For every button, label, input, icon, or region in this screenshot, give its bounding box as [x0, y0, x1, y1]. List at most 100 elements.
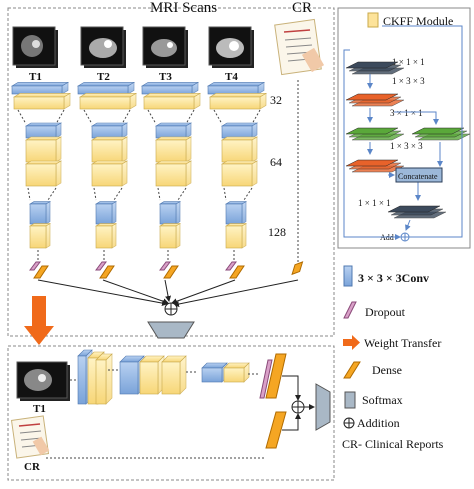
conv-block — [90, 122, 129, 139]
ckff-addition-icon — [400, 232, 410, 242]
conv-block — [224, 223, 248, 249]
fusion-lines — [37, 279, 299, 307]
bottom-panel: T1 CR — [7, 345, 335, 481]
encoder-column — [76, 81, 138, 279]
conv-block — [28, 201, 52, 225]
legend-addition: Addition — [343, 416, 400, 430]
conv-block — [208, 92, 268, 110]
ckff-conv-label: 1 × 1 × 1 — [392, 57, 425, 67]
conv-block — [90, 136, 129, 163]
conv-block — [206, 81, 266, 95]
conv-block — [28, 223, 52, 249]
ckff-conv-label: 3 × 1 × 1 — [390, 108, 423, 118]
channel-label-128: 128 — [268, 225, 286, 239]
ckff-layer-final — [387, 205, 447, 219]
conv-block — [24, 122, 63, 139]
channel-label-64: 64 — [270, 155, 282, 169]
conv-block — [90, 160, 129, 187]
ckff-layers: 1 × 1 × 1 1 × 3 × 3 3 × 1 × 1 1 × 3 × 3 1 × … — [345, 57, 471, 231]
legend-dense-label: Dense — [372, 363, 402, 377]
ckff-layer-1x3x3 — [345, 93, 405, 107]
top-panel: MRI Scans CR T1 T2 T3 — [7, 0, 335, 339]
legend-dropout-label: Dropout — [365, 305, 406, 319]
dropout-block — [159, 261, 171, 271]
input-scan-t1 — [16, 361, 70, 401]
legend-weight-transfer: Weight Transfer — [343, 335, 441, 350]
encoder-column — [140, 81, 202, 279]
scan-label-t1: T1 — [29, 71, 42, 83]
dense-block — [163, 265, 179, 279]
conv-block — [220, 160, 259, 187]
scan-label-t2: T2 — [97, 71, 110, 83]
ckff-module: CKFF Module 1 × 1 × 11 × 3 × 33 × 1 × 11… — [337, 7, 471, 249]
dense-block — [229, 265, 245, 279]
dense-bottom — [265, 353, 287, 399]
legend-dropout: Dropout — [343, 301, 406, 319]
conv-block — [223, 362, 250, 383]
conv-block — [158, 201, 182, 225]
legend-conv: 3 × 3 × 3Conv — [343, 265, 429, 287]
legend-clinical-reports: CR- Clinical Reports — [342, 437, 444, 451]
ckff-conv-label: 1 × 3 × 3 — [392, 76, 425, 86]
conv-block — [158, 223, 182, 249]
conv-block — [220, 136, 259, 163]
conv-block — [201, 362, 228, 383]
scan-label-t3: T3 — [159, 71, 172, 83]
conv-block — [154, 122, 193, 139]
conv-block — [140, 81, 200, 95]
conv-block — [10, 81, 70, 95]
conv-block — [95, 353, 113, 405]
conv-block — [24, 136, 63, 163]
bottom-encoder — [70, 349, 258, 405]
conv-block — [224, 201, 248, 225]
legend-softmax-label: Softmax — [362, 393, 403, 407]
ckff-layer-3x1x1-a — [345, 127, 405, 141]
dropout-bottom — [259, 359, 273, 399]
encoder-columns — [10, 81, 268, 279]
clinical-report-icon — [274, 18, 325, 76]
scan-label-t4: T4 — [225, 71, 238, 83]
ckff-title: CKFF Module — [383, 14, 453, 28]
ckff-layer-3x1x1-b — [411, 127, 471, 141]
ckff-module-icon — [367, 12, 379, 28]
scan-t2 — [80, 26, 126, 68]
cr-dense-block — [291, 261, 304, 276]
addition-node — [164, 302, 178, 316]
conv-block — [139, 355, 165, 395]
conv-block — [12, 92, 72, 110]
legend: 3 × 3 × 3Conv Dropout Weight Transfer De… — [342, 265, 444, 451]
scan-t1 — [12, 26, 58, 68]
dropout-block — [225, 261, 237, 271]
conv-block — [154, 136, 193, 163]
concatenate-label: Concatenate — [398, 172, 438, 181]
input-clinical-report-icon — [10, 415, 50, 459]
ckff-conv-label: 1 × 1 × 1 — [358, 198, 391, 208]
softmax-block — [147, 321, 195, 339]
mri-scans-title: MRI Scans — [150, 0, 217, 16]
legend-addition-label: Addition — [357, 416, 400, 430]
dropout-block — [29, 261, 41, 271]
conv-block — [76, 81, 136, 95]
dropout-block — [95, 261, 107, 271]
bottom-addition-node — [291, 400, 305, 414]
ckff-layer-1x3x3-b — [345, 159, 405, 173]
legend-weight-transfer-label: Weight Transfer — [364, 336, 441, 350]
input-label-t1: T1 — [33, 403, 46, 415]
conv-block — [94, 201, 118, 225]
conv-block — [24, 160, 63, 187]
dense-block — [99, 265, 115, 279]
channel-label-32: 32 — [270, 93, 282, 107]
conv-block — [154, 160, 193, 187]
scan-t3 — [142, 26, 188, 68]
conv-block — [220, 122, 259, 139]
ckff-conv-label: 1 × 3 × 3 — [390, 141, 423, 151]
conv-block — [142, 92, 202, 110]
bottom-softmax-block — [315, 383, 331, 431]
legend-conv-label: 3 × 3 × 3Conv — [358, 271, 429, 285]
encoder-column — [206, 81, 268, 279]
conv-block — [94, 223, 118, 249]
conv-block — [161, 355, 187, 395]
cr-dense-bottom — [265, 411, 287, 449]
weight-transfer-arrow — [24, 296, 54, 345]
